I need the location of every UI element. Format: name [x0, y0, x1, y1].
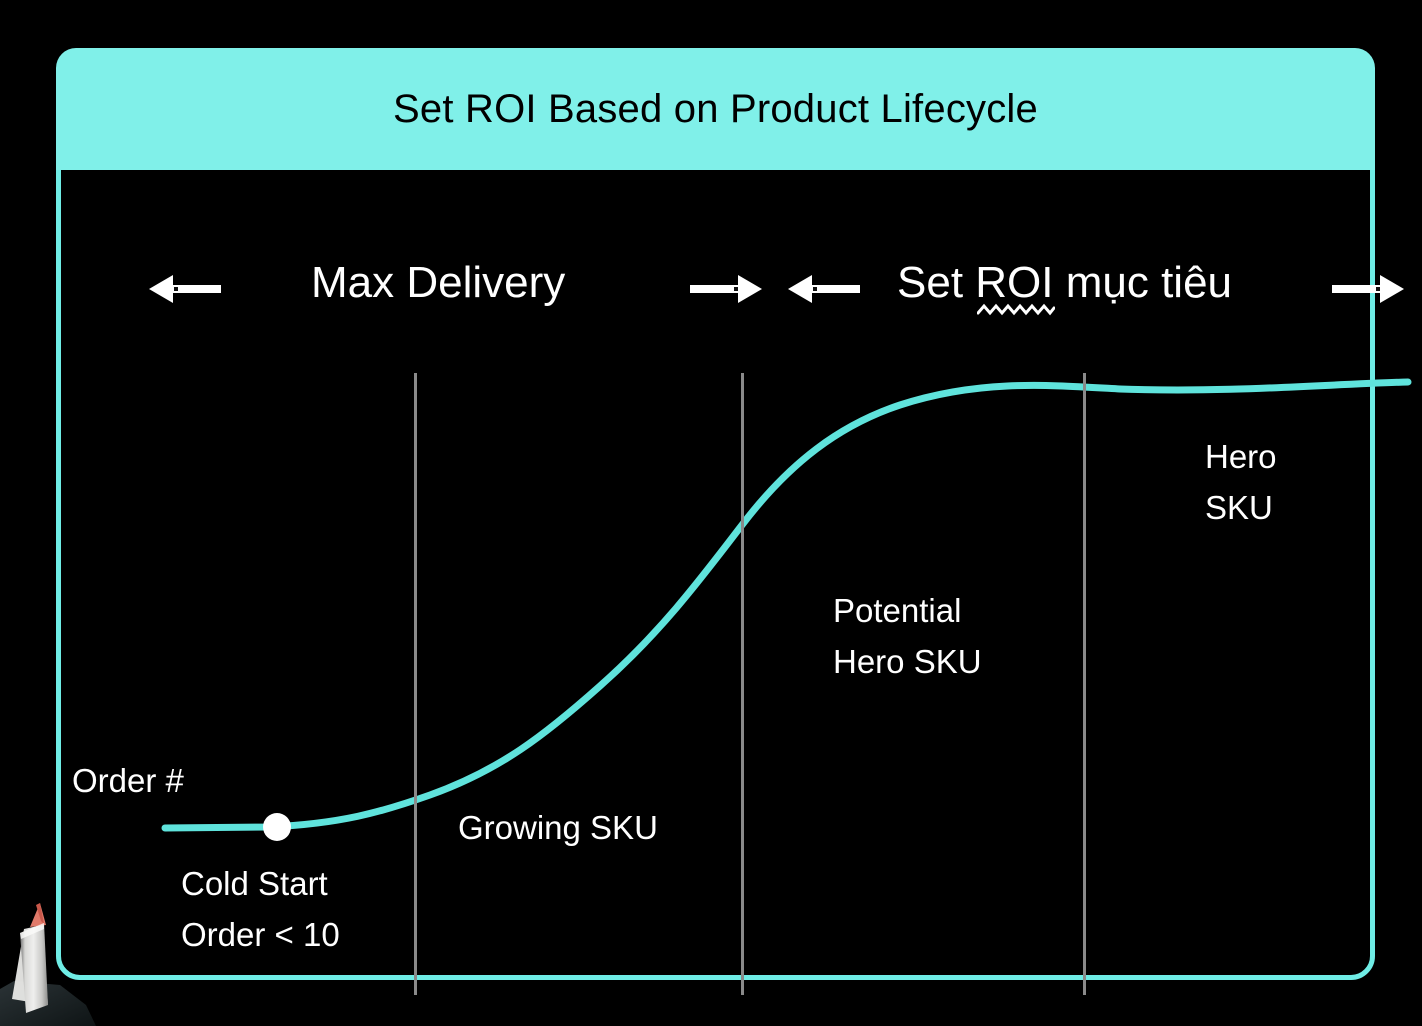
annotation-cold-start-line1: Cold Start — [181, 865, 328, 902]
annotation-cold-start: Cold Start Order < 10 — [181, 858, 340, 960]
annotation-hero-line2: SKU — [1205, 489, 1273, 527]
annotation-potential-line1: Potential — [833, 592, 962, 629]
range-label-max-delivery: Max Delivery — [311, 258, 566, 307]
stage-divider-3 — [1083, 373, 1086, 995]
slide-card — [56, 48, 1375, 980]
annotation-potential-line2: Hero SKU — [833, 643, 982, 681]
arrow-left-icon-max-delivery — [149, 275, 221, 303]
annotation-hero-sku: Hero SKU — [1205, 431, 1277, 533]
arrow-left-icon-set-roi — [788, 275, 860, 303]
page-title: Set ROI Based on Product Lifecycle — [393, 87, 1038, 131]
range-label-set-roi: Set ROI mục tiêu — [897, 258, 1233, 307]
arrow-right-icon-max-delivery — [690, 275, 762, 303]
arrow-right-icon-set-roi — [1332, 275, 1404, 303]
y-axis-label: Order # — [72, 762, 184, 799]
annotation-potential-hero-sku: Potential Hero SKU — [833, 585, 982, 687]
annotation-hero-line1: Hero — [1205, 438, 1277, 475]
annotation-cold-start-line2: Order < 10 — [181, 916, 340, 954]
spellcheck-underline-icon — [977, 303, 1055, 316]
annotation-growing-sku: Growing SKU — [458, 809, 658, 846]
stage-divider-1 — [414, 373, 417, 995]
cold-start-point-marker — [263, 813, 291, 841]
slide-title-bar: Set ROI Based on Product Lifecycle — [56, 48, 1375, 170]
stage-divider-2 — [741, 373, 744, 995]
